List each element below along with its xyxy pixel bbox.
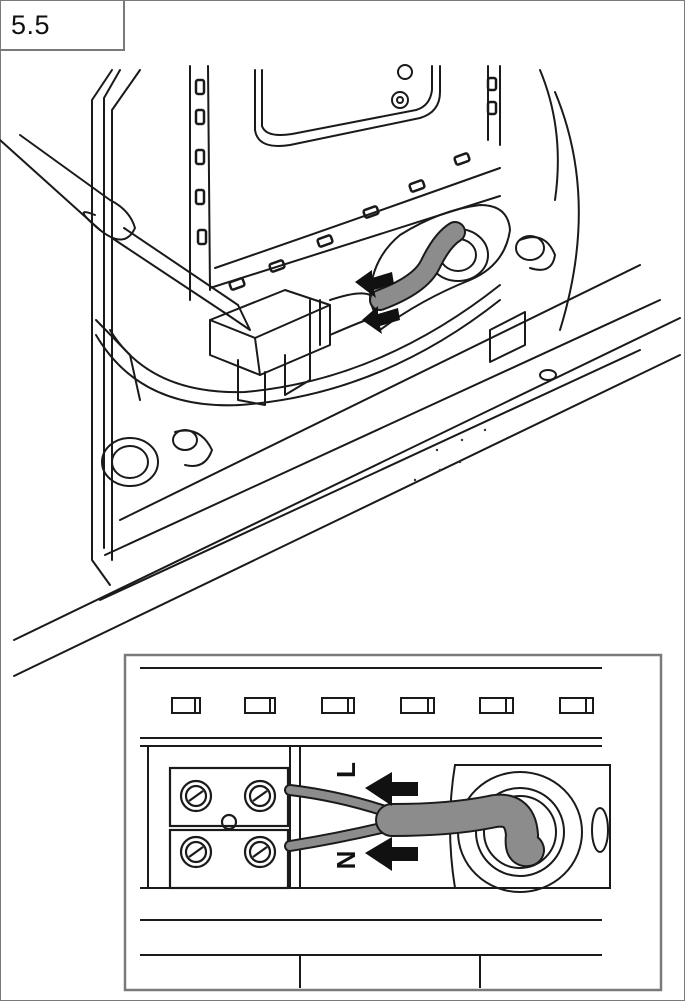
label-n: N bbox=[331, 851, 361, 870]
appliance-body bbox=[13, 64, 681, 677]
wires-upper bbox=[329, 292, 373, 336]
arrow-n bbox=[365, 837, 418, 871]
arrow-l bbox=[365, 772, 418, 806]
inset-slots bbox=[171, 697, 594, 714]
panel-slots bbox=[194, 76, 498, 291]
dotted-guides bbox=[413, 428, 487, 482]
screwdriver bbox=[0, 134, 251, 331]
cable-upper bbox=[369, 221, 466, 311]
arrow-upper-l bbox=[355, 270, 394, 298]
step-number: 5.5 bbox=[11, 10, 51, 40]
detail-inset: L N bbox=[123, 653, 663, 992]
step-number-box: 5.5 bbox=[1, 1, 125, 51]
label-l: L bbox=[331, 762, 361, 778]
terminal-block-detail bbox=[168, 766, 290, 890]
terminal-block-upper bbox=[209, 289, 331, 406]
cable-detail bbox=[375, 793, 545, 868]
wire-l bbox=[284, 784, 394, 818]
arrow-upper-n bbox=[362, 306, 400, 334]
